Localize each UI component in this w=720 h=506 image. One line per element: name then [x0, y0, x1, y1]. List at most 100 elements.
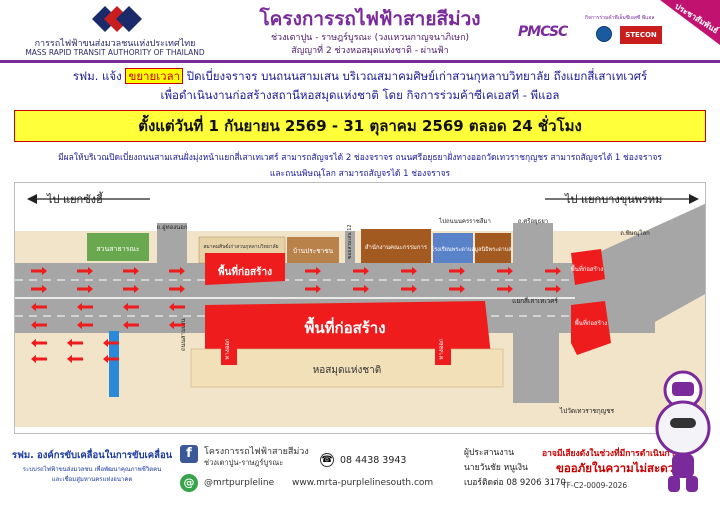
traffic-arrow	[401, 284, 417, 294]
south-road	[513, 331, 559, 403]
mrta-logo-icon	[92, 6, 142, 32]
library-label: หอสมุดแห่งชาติ	[313, 365, 382, 376]
website-link[interactable]: www.mrta-purplelinesouth.com	[292, 478, 434, 488]
traffic-arrow	[67, 354, 83, 364]
traffic-arrow	[497, 284, 513, 294]
sisao-label: แยกสี่เสาเทเวศร์	[512, 296, 558, 305]
traffic-arrow	[31, 302, 47, 312]
facebook-icon[interactable]: f	[180, 445, 198, 463]
construction-zone-small	[205, 253, 285, 285]
traffic-arrow	[31, 320, 47, 330]
house-building	[287, 237, 339, 263]
soi-12-road	[345, 231, 355, 265]
stecon-logo: STECON	[620, 26, 662, 44]
traffic-arrow	[77, 320, 93, 330]
project-title: โครงการรถไฟฟ้าสายสีม่วง	[259, 8, 481, 30]
office-label: สำนักงานคณะกรรมการ	[365, 244, 428, 251]
notice-highlight: ขยายเวลา	[125, 68, 184, 84]
traffic-arrow	[31, 266, 47, 276]
construction-label-small: พื้นที่ก่อสร้าง	[218, 264, 272, 278]
phone-number[interactable]: 08 4438 3943	[340, 455, 407, 466]
noise-warning: อาจมีเสียงดังในช่วงที่มีการดำเนินการ	[542, 449, 680, 459]
traffic-arrow	[31, 284, 47, 294]
officer-phone: เบอร์ติดต่อ 08 9206 3170	[464, 478, 566, 488]
traffic-arrow	[77, 302, 93, 312]
sri-ayutthaya-label: ถ.ศรีอยุธยา	[518, 217, 548, 225]
notice-line-1: รฟม. แจ้ง ขยายเวลา ปิดเบี่ยงจราจร บนถนนส…	[6, 68, 714, 86]
traffic-arrow	[31, 354, 47, 364]
soi12-label: ซอยสามเสน 12	[347, 224, 353, 259]
samsen-road-label: ถนนสามเสน	[180, 318, 187, 351]
map-canvas: ไป แยกซังฮี้ ไป แยกบางขุนพรหม สวนสาธารณะ…	[15, 191, 705, 427]
exit-a-label: ทางออก	[224, 338, 231, 359]
line-icon[interactable]: @	[180, 474, 198, 492]
mascot-icon	[655, 370, 711, 492]
traffic-arrow	[123, 302, 139, 312]
traffic-arrow	[449, 284, 465, 294]
traffic-arrow	[123, 284, 139, 294]
exit-a-block	[221, 333, 237, 365]
to-dusit-label: ไปถนนนครราชสีมา	[438, 217, 491, 225]
pmcsc-caption: กิจการร่วมค้าพีเอ็มซีเอสซี พีแอล	[585, 15, 655, 21]
traffic-arrow	[67, 338, 83, 348]
house-label: บ้านประชาชน	[293, 247, 334, 255]
traffic-info-2: และถนนพิษณุโลก สามารถสัญจรได้ 1 ช่องจราจ…	[269, 169, 451, 179]
left-direction-arrow	[27, 194, 150, 204]
date-range-box: ตั้งแต่วันที่ 1 กันยายน 2569 - 31 ตุลาคม…	[14, 110, 706, 142]
traffic-arrow	[103, 354, 119, 364]
emblem-icon	[596, 26, 612, 42]
notice-detail: ปิดเบี่ยงจราจร บนถนนสามเสน บริเวณสมาคมศิ…	[183, 69, 648, 83]
traffic-arrow	[497, 266, 513, 276]
project-subtitle-1: ช่วงเตาปูน - ราษฎร์บูรณะ (วงแหวนกาญจนาภิ…	[270, 33, 470, 43]
construction-label-right-2: พื้นที่ก่อสร้าง	[575, 317, 608, 327]
pmcsc-logo: PMCSC	[518, 24, 568, 40]
facebook-page-sub: ช่วงเตาปูน-ราษฎร์บูรณะ	[204, 458, 284, 467]
traffic-arrow	[545, 284, 561, 294]
alumni-label: สมาคมศิษย์เก่าสวนกุหลาบวิทยาลัย	[203, 243, 278, 250]
construction-zone-main	[205, 301, 491, 359]
right-direction-arrow	[545, 194, 699, 204]
officer-name: นายวันชัย หนูเงิน	[464, 463, 528, 473]
canal	[109, 331, 119, 397]
header-divider	[0, 60, 720, 63]
traffic-map: ไป แยกซังฮี้ ไป แยกบางขุนพรหม สวนสาธารณะ…	[14, 182, 706, 434]
u-thong-road	[157, 223, 187, 265]
traffic-arrow	[353, 284, 369, 294]
notice-line-2: เพื่อดำเนินงานก่อสร้างสถานีหอสมุดแห่งชาต…	[160, 88, 560, 102]
traffic-arrow	[401, 266, 417, 276]
park-block	[87, 233, 149, 261]
facebook-page-name[interactable]: โครงการรถไฟฟ้าสายสีม่วง	[204, 447, 309, 457]
exit-b-block	[435, 333, 451, 365]
footer-org-sub-1: ระบบรถไฟฟ้าขนส่งมวลชน เพื่อพัฒนาคุณภาพชี…	[22, 466, 162, 473]
traffic-arrow	[103, 338, 119, 348]
office-building	[361, 229, 431, 263]
construction-label-main: พื้นที่ก่อสร้าง	[304, 316, 385, 337]
phitsanulok-label: ถ.พิษณุโลก	[620, 229, 650, 237]
park-label: สวนสาธารณะ	[96, 245, 140, 253]
traffic-arrow	[77, 266, 93, 276]
notice-prefix: รฟม. แจ้ง	[72, 69, 126, 83]
org-name-th: การรถไฟฟ้าขนส่งมวลชนแห่งประเทศไทย	[34, 39, 196, 49]
line-id[interactable]: @mrtpurpleline	[204, 478, 275, 488]
traffic-arrow	[169, 284, 185, 294]
school-label: โรงเรียนพระดาบส	[431, 245, 475, 253]
org-name-en: MASS RAPID TRANSIT AUTHORITY OF THAILAND	[25, 48, 205, 57]
construction-zone-right-1	[571, 249, 605, 285]
traffic-arrow	[31, 338, 47, 348]
footer-org-sub-2: และเชื่อมสู่มหานครแห่งอนาคต	[51, 476, 133, 483]
foundation-building	[475, 233, 511, 263]
construction-label-right-1: พื้นที่ก่อสร้าง	[571, 263, 604, 273]
school-building	[433, 233, 473, 263]
foundation-label: มูลนิธิพระดาบส	[474, 246, 512, 253]
traffic-arrow	[123, 320, 139, 330]
traffic-arrow	[77, 284, 93, 294]
footer-org: รฟม. องค์กรขับเคลื่อนในการขับเคลื่อน	[12, 450, 173, 461]
officer-label: ผู้ประสานงาน	[464, 448, 515, 458]
footer	[0, 436, 720, 506]
traffic-arrow	[353, 266, 369, 276]
phone-icon: ☎	[320, 453, 334, 467]
left-direction-label: ไป แยกซังฮี้	[46, 191, 104, 206]
exit-b-label: ทางออก	[438, 338, 445, 359]
traffic-arrow	[169, 266, 185, 276]
u-thong-label: ถ.อู่ทองนอก	[157, 224, 188, 231]
